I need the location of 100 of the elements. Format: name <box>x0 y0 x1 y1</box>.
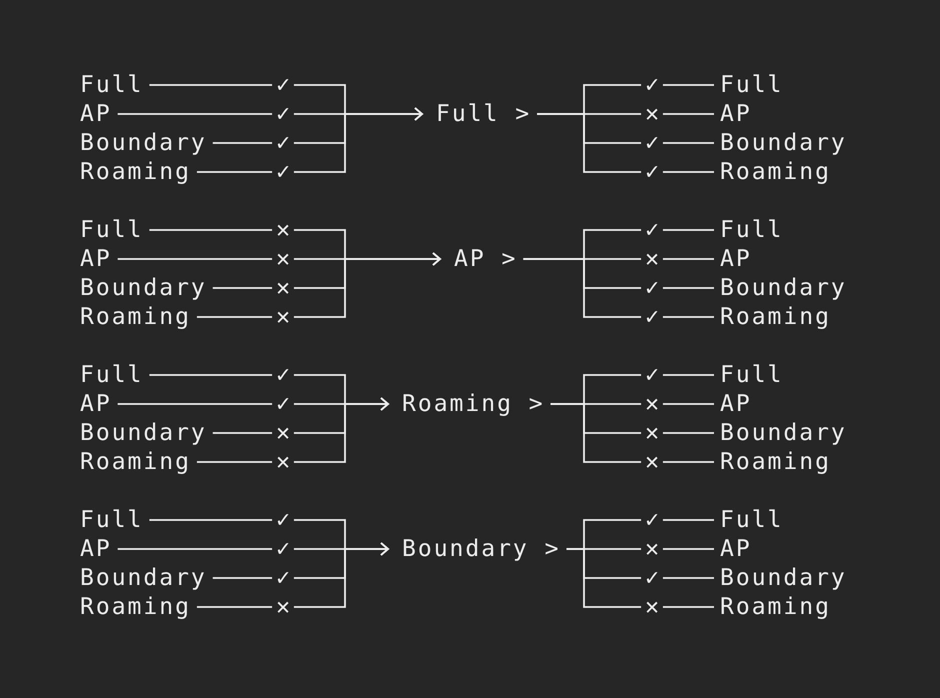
status-mark: ✓ <box>272 534 294 564</box>
row-label: Roaming <box>74 302 197 332</box>
status-mark: ✓ <box>641 216 663 244</box>
status-mark: ✕ <box>272 302 294 332</box>
connector-line <box>662 403 714 405</box>
status-mark: ✕ <box>272 418 294 448</box>
row-label: Full <box>74 506 150 534</box>
connector-line <box>196 316 272 318</box>
status-mark: ✓ <box>641 274 663 302</box>
connector-line <box>662 432 714 434</box>
connector-line <box>118 258 272 260</box>
connector-line <box>662 258 714 260</box>
row-label: AP <box>714 534 758 564</box>
connector-line <box>662 287 714 289</box>
status-mark: ✓ <box>641 158 663 186</box>
status-mark: ✕ <box>272 448 294 476</box>
connector-line <box>662 84 714 86</box>
row-label: AP <box>74 390 118 418</box>
connector-line <box>196 461 272 463</box>
connector-line <box>662 606 714 608</box>
status-mark: ✓ <box>272 158 294 186</box>
row-label: Roaming <box>74 592 197 622</box>
connector-line <box>118 403 272 405</box>
status-mark: ✕ <box>641 100 663 128</box>
arrow <box>294 397 389 463</box>
row-label: Full <box>714 506 790 534</box>
row-label: AP <box>74 534 118 564</box>
connector-line <box>118 548 272 550</box>
connector-line <box>662 316 714 318</box>
arrow <box>294 107 423 173</box>
row-label: Boundary <box>714 418 853 448</box>
connector-line <box>550 403 642 463</box>
arrow <box>294 252 441 318</box>
status-mark: ✓ <box>272 70 294 100</box>
status-mark: ✕ <box>272 592 294 622</box>
status-mark: ✕ <box>272 216 294 244</box>
connector-line <box>662 113 714 115</box>
row-label: Boundary <box>74 564 213 592</box>
status-mark: ✓ <box>641 564 663 592</box>
connector-line <box>118 113 272 115</box>
row-label: Roaming <box>74 448 197 476</box>
connector-line <box>212 432 272 434</box>
connector-line <box>662 577 714 579</box>
row-label: AP <box>74 244 118 274</box>
row-label: Full <box>714 70 790 100</box>
row-label: Roaming <box>714 448 837 476</box>
status-mark: ✕ <box>641 390 663 418</box>
row-label: Full <box>74 216 150 244</box>
connector-line <box>149 229 272 231</box>
row-label: AP <box>714 100 758 128</box>
arrow <box>294 542 389 608</box>
row-label: Full <box>74 70 150 100</box>
connector-line <box>523 258 642 318</box>
connector-line <box>662 229 714 231</box>
status-mark: ✕ <box>641 418 663 448</box>
connector-line <box>537 113 642 173</box>
row-label: AP <box>74 100 118 128</box>
status-mark: ✓ <box>641 360 663 390</box>
connector-line <box>149 84 272 86</box>
status-mark: ✓ <box>272 360 294 390</box>
status-mark: ✓ <box>272 564 294 592</box>
result-label: Full > <box>422 100 538 128</box>
connector-line <box>149 519 272 521</box>
connector-line <box>196 606 272 608</box>
connector-line <box>662 142 714 144</box>
connector-line <box>212 287 272 289</box>
result-label: Boundary > <box>388 534 566 564</box>
connector-line <box>662 374 714 376</box>
status-mark: ✓ <box>272 100 294 128</box>
connector-line <box>212 577 272 579</box>
row-label: Boundary <box>74 274 213 302</box>
row-label: Roaming <box>714 592 837 622</box>
connector-line <box>662 519 714 521</box>
row-label: Boundary <box>74 128 213 158</box>
status-mark: ✕ <box>641 244 663 274</box>
row-label: Boundary <box>714 274 853 302</box>
status-mark: ✕ <box>641 448 663 476</box>
status-mark: ✓ <box>641 506 663 534</box>
connector-line <box>196 171 272 173</box>
row-label: Boundary <box>714 564 853 592</box>
connector-line <box>566 548 642 608</box>
row-label: Roaming <box>714 302 837 332</box>
row-label: Boundary <box>74 418 213 448</box>
status-mark: ✕ <box>641 534 663 564</box>
status-mark: ✓ <box>641 128 663 158</box>
result-label: AP > <box>440 244 524 274</box>
row-label: Full <box>714 216 790 244</box>
row-label: AP <box>714 244 758 274</box>
row-label: Full <box>714 360 790 390</box>
row-label: Roaming <box>74 158 197 186</box>
status-mark: ✕ <box>272 274 294 302</box>
row-label: Boundary <box>714 128 853 158</box>
connector-line <box>212 142 272 144</box>
connector-line <box>149 374 272 376</box>
status-mark: ✕ <box>272 244 294 274</box>
status-mark: ✓ <box>272 128 294 158</box>
row-label: Full <box>74 360 150 390</box>
row-label: AP <box>714 390 758 418</box>
result-label: Roaming > <box>388 390 551 418</box>
connector-line <box>662 461 714 463</box>
